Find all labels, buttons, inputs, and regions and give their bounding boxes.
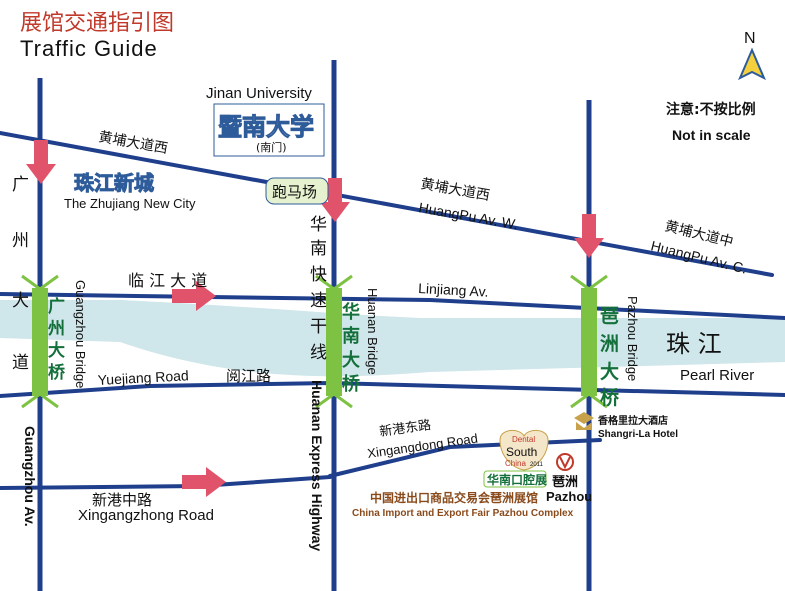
guangzhou-av-cn-4: 道 bbox=[12, 353, 29, 373]
title-en: Traffic Guide bbox=[20, 36, 158, 61]
guangzhou-av-en: Guangzhou Av. bbox=[22, 426, 38, 527]
scale-note-en: Not in scale bbox=[672, 127, 751, 143]
huangpu-w-cn: 黄埔大道西 bbox=[419, 175, 491, 204]
arrow-down-icon bbox=[320, 178, 350, 222]
guangzhou-bridge-cn-3: 大 bbox=[48, 340, 65, 361]
dental-main: South bbox=[506, 445, 537, 459]
jinan-university-cn: 暨南大学 bbox=[218, 113, 314, 141]
yuejiang-cn: 阅江路 bbox=[226, 367, 271, 385]
linjiang-en: Linjiang Av. bbox=[418, 280, 489, 300]
guangzhou-bridge-cn-4: 桥 bbox=[48, 363, 66, 383]
guangzhou-av-cn-2: 州 bbox=[12, 231, 29, 251]
scale-note-cn: 注意:不按比例 bbox=[666, 101, 756, 118]
pazhou-bridge-cn-4: 桥 bbox=[600, 386, 620, 409]
huanan-bridge-cn-2: 南 bbox=[342, 325, 360, 347]
huangpu-road bbox=[0, 131, 774, 277]
hotel-icon bbox=[574, 412, 594, 430]
huanan-exp-cn-2: 南 bbox=[310, 239, 327, 259]
xingangzhong-road bbox=[0, 475, 332, 490]
huanan-bridge-en: Huanan Bridge bbox=[365, 288, 380, 375]
xingangzhong-en: Xingangzhong Road bbox=[78, 507, 214, 524]
shangrila-en: Shangri-La Hotel bbox=[598, 429, 678, 440]
huanan-exp-cn-6: 线 bbox=[310, 343, 327, 363]
guangzhou-av-cn-1: 广 bbox=[12, 175, 29, 195]
compass-label: N bbox=[744, 30, 756, 47]
yuejiang-road bbox=[0, 380, 785, 398]
pazhou-station-cn: 琶洲 bbox=[552, 474, 578, 490]
huanan-exp-cn-3: 快 bbox=[310, 265, 327, 285]
north-arrow-icon: N bbox=[738, 30, 766, 81]
dental-china: China bbox=[505, 459, 526, 468]
huanan-exp-cn-5: 干 bbox=[310, 317, 327, 337]
complex-cn: 中国进出口商品交易会琶洲展馆 bbox=[370, 490, 538, 505]
linjiang-road bbox=[0, 292, 785, 320]
shangrila-cn: 香格里拉大酒店 bbox=[598, 414, 668, 427]
title-cn: 展馆交通指引图 bbox=[20, 11, 174, 36]
arrow-down-icon bbox=[26, 140, 56, 184]
pearl-river-cn: 珠 江 bbox=[666, 330, 722, 358]
complex-en: China Import and Export Fair Pazhou Comp… bbox=[352, 508, 574, 519]
pazhou-bridge-cn-1: 琶 bbox=[600, 305, 619, 327]
racecourse-box bbox=[265, 177, 329, 205]
yuejiang-en: Yuejiang Road bbox=[97, 367, 189, 388]
dental-year: 2011 bbox=[530, 462, 544, 468]
pazhou-station-en: Pazhou bbox=[546, 489, 592, 504]
arrow-right-icon bbox=[172, 281, 216, 311]
arrow-right-icon bbox=[182, 467, 226, 497]
dental-cn-box bbox=[483, 470, 547, 488]
zhujiang-new-city-en: The Zhujiang New City bbox=[64, 196, 196, 211]
jinan-university-label: Jinan University bbox=[206, 85, 312, 102]
huanan-exp-en: Huanan Express Highway bbox=[309, 380, 325, 551]
dental-cn: 华南口腔展 bbox=[487, 472, 547, 487]
huanan-exp-cn-4: 速 bbox=[310, 291, 327, 311]
huanan-bridge-cn-3: 大 bbox=[342, 349, 360, 371]
bridge-pazhou bbox=[570, 274, 608, 409]
bridge-huanan bbox=[315, 274, 353, 409]
xingangdong-cn: 新港东路 bbox=[378, 417, 432, 440]
dental-south-china-logo: Dental South China 2011 bbox=[499, 430, 549, 471]
huangpu-w-en: HuangPu Av. W. bbox=[417, 199, 519, 232]
pearl-river-en: Pearl River bbox=[680, 367, 754, 384]
xingangzhong-cn: 新港中路 bbox=[92, 491, 152, 509]
racecourse-label: 跑马场 bbox=[272, 183, 317, 201]
pazhou-bridge-cn-3: 大 bbox=[600, 360, 619, 383]
zhujiang-new-city-cn: 珠江新城 bbox=[74, 171, 154, 195]
huanan-exp-cn-1: 华 bbox=[310, 215, 327, 235]
guangzhou-bridge-en: Guangzhou Bridge bbox=[73, 280, 88, 388]
guangzhou-av-cn-3: 大 bbox=[12, 291, 29, 311]
dental-top: Dental bbox=[512, 435, 535, 444]
jinan-gate: (南门) bbox=[256, 140, 287, 154]
arrow-down-icon bbox=[574, 214, 604, 258]
bridge-guangzhou bbox=[21, 274, 59, 409]
jinan-university-box bbox=[213, 103, 325, 157]
guangzhou-bridge-cn-1: 广 bbox=[48, 296, 65, 317]
linjiang-cn: 临 江 大 道 bbox=[128, 271, 207, 290]
huanan-bridge-cn-1: 华 bbox=[342, 301, 360, 323]
xingangdong-road bbox=[328, 438, 602, 478]
pazhou-bridge-cn-2: 洲 bbox=[600, 333, 619, 355]
huanan-bridge-cn-4: 桥 bbox=[342, 373, 361, 395]
guangzhou-bridge-cn-2: 州 bbox=[47, 319, 65, 339]
pazhou-bridge-en: Pazhou Bridge bbox=[625, 296, 640, 381]
metro-icon bbox=[556, 453, 574, 471]
